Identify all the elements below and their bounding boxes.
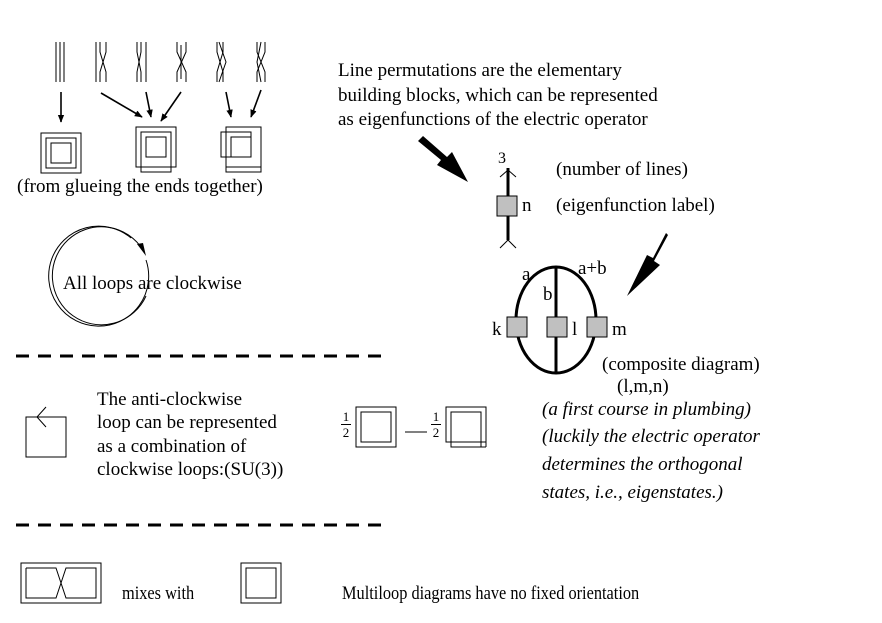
- composite-label-a-plus-b: a+b: [578, 258, 607, 279]
- double-loop-term-1: [355, 406, 397, 448]
- composite-indices: (l,m,n): [617, 376, 669, 397]
- strands-perm-2: [136, 42, 147, 82]
- eigenfunction-label-note: (eigenfunction label): [556, 195, 715, 216]
- composite-caption: (composite diagram): [602, 354, 760, 375]
- multiloop-note: Multiloop diagrams have no fixed orienta…: [342, 583, 640, 604]
- fraction-bar: [431, 424, 441, 425]
- permutations-note-line-1: Line permutations are the elementary: [338, 60, 622, 81]
- glue-arrows: [57, 89, 262, 123]
- strands-perm-1: [95, 42, 107, 82]
- coefficient-1: 1 2: [341, 410, 351, 439]
- plumbing-note-line-1: (a first course in plumbing): [542, 399, 751, 420]
- clockwise-circle: [51, 226, 147, 326]
- composite-label-a: a: [522, 264, 531, 285]
- anticlockwise-line-2: loop can be represented: [97, 412, 277, 433]
- box-k: [506, 316, 528, 338]
- coefficient-2-numerator: 1: [432, 409, 440, 424]
- glue-caption: (from glueing the ends together): [17, 176, 263, 197]
- clockwise-arrow-icon: [48, 225, 150, 327]
- plumbing-note-line-2: (luckily the electric operator: [542, 426, 760, 447]
- pointer-arrow-left: [418, 136, 468, 182]
- vertex-top-label: 3: [498, 150, 506, 167]
- plumbing-note-line-4: states, i.e., eigenstates.): [542, 482, 723, 503]
- crossed-double-loop-icon: [20, 562, 102, 604]
- composite-label-l: l: [572, 319, 578, 340]
- coefficient-2-denominator: 2: [432, 425, 440, 440]
- coefficient-2: 1 2: [431, 410, 441, 439]
- strands-perm-4: [216, 41, 227, 83]
- anticlockwise-line-3: as a combination of: [97, 436, 247, 457]
- double-loop-term-2: [445, 406, 487, 448]
- box-l: [546, 316, 568, 338]
- strands-identity: [55, 42, 65, 82]
- triple-loop-1: [40, 132, 82, 174]
- mixes-with-text: mixes with: [122, 583, 195, 604]
- permutations-note-line-3: as eigenfunctions of the electric operat…: [338, 109, 648, 130]
- coefficient-1-numerator: 1: [342, 409, 350, 424]
- pointer-arrow-right: [627, 233, 668, 296]
- anticlockwise-loop-icon: [25, 406, 67, 458]
- eigenfunction-box: [496, 195, 518, 217]
- clockwise-arrowhead-icon: [137, 243, 146, 256]
- composite-label-k: k: [492, 319, 502, 340]
- triple-loop-2: [135, 126, 177, 173]
- composite-label-m: m: [612, 319, 627, 340]
- triple-loop-3: [220, 126, 262, 173]
- vertex-diagram: [496, 168, 518, 249]
- fraction-bar: [341, 424, 351, 425]
- plumbing-note-line-3: determines the orthogonal: [542, 454, 743, 475]
- clockwise-text: All loops are clockwise: [63, 273, 242, 294]
- permutations-note-line-2: building blocks, which can be represente…: [338, 85, 658, 106]
- box-m: [586, 316, 608, 338]
- composite-diagram: [506, 265, 608, 375]
- strands-perm-3: [176, 42, 187, 82]
- coefficient-1-denominator: 2: [342, 425, 350, 440]
- vertex-box-label: n: [522, 195, 532, 216]
- composite-label-b: b: [543, 284, 553, 305]
- simple-double-loop-icon: [240, 562, 282, 604]
- anticlockwise-line-1: The anti-clockwise: [97, 389, 243, 410]
- strands-perm-5: [256, 41, 266, 83]
- number-of-lines-note: (number of lines): [556, 159, 688, 180]
- anticlockwise-line-4: clockwise loops:(SU(3)): [97, 459, 284, 480]
